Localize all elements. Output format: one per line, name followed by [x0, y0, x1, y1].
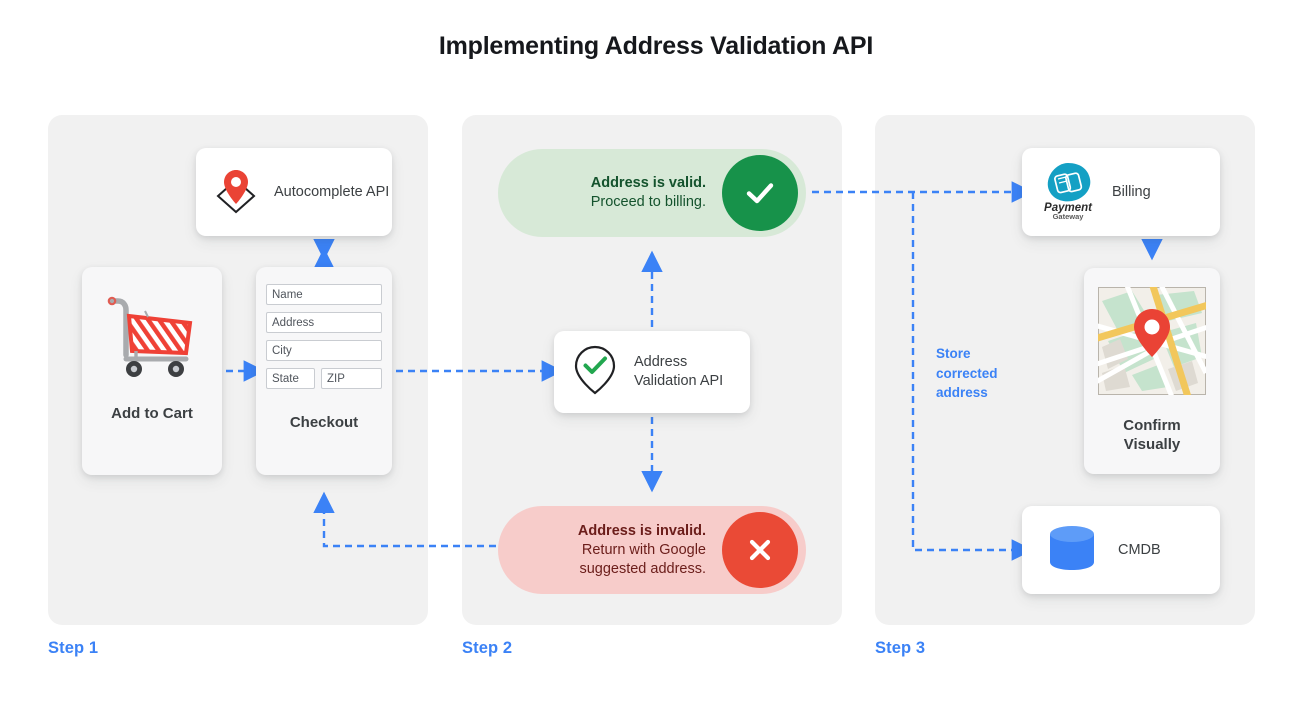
autocomplete-api-label: Autocomplete API [274, 183, 390, 200]
map-thumbnail-icon [1092, 281, 1210, 400]
checkout-caption: Checkout [289, 414, 359, 431]
check-icon [722, 155, 798, 231]
address-valid-line1: Address is valid. [590, 175, 706, 191]
address-invalid-line3: suggested address. [579, 560, 706, 577]
address-invalid-pill: Address is invalid. Return with Google s… [498, 506, 806, 594]
zip-field[interactable]: ZIP [321, 368, 382, 389]
confirm-visually-caption: Confirm Visually [1123, 416, 1181, 454]
address-invalid-line2: Return with Google [581, 541, 706, 558]
add-to-cart-card[interactable]: Add to Cart [82, 267, 222, 475]
address-validation-api-card[interactable]: Address Validation API [554, 331, 750, 413]
address-valid-text: Address is valid. Proceed to billing. [591, 174, 722, 212]
state-field[interactable]: State [266, 368, 315, 389]
address-valid-line2: Proceed to billing. [590, 194, 706, 210]
cmdb-card[interactable]: CMDB [1022, 506, 1220, 594]
city-field[interactable]: City [266, 340, 382, 361]
database-icon [1046, 522, 1098, 579]
name-field[interactable]: Name [266, 284, 382, 305]
validation-line1: Address [634, 354, 688, 370]
state-zip-row: State ZIP [266, 368, 382, 396]
billing-label: Billing [1112, 183, 1151, 200]
pin-check-icon [570, 343, 620, 402]
step-label-3: Step 3 [875, 639, 926, 657]
cmdb-label: CMDB [1118, 541, 1161, 558]
billing-card[interactable]: Payment Gateway Billing [1022, 148, 1220, 236]
confirm-visually-card[interactable]: Confirm Visually [1084, 268, 1220, 474]
address-field[interactable]: Address [266, 312, 382, 333]
confirm-line2: Visually [1123, 436, 1181, 453]
payment-logo-secondary: Gateway [1053, 212, 1085, 221]
payment-gateway-icon: Payment Gateway [1036, 159, 1100, 226]
step-label-2: Step 2 [462, 639, 513, 657]
address-invalid-line1: Address is invalid. [577, 522, 706, 539]
payment-logo-primary: Payment [1044, 202, 1093, 214]
add-to-cart-caption: Add to Cart [111, 405, 193, 422]
autocomplete-api-card[interactable]: Autocomplete API [196, 148, 392, 236]
checkout-card[interactable]: Name Address City State ZIP Checkout [256, 267, 392, 475]
close-icon [722, 512, 798, 588]
validation-line2: Validation API [634, 373, 724, 389]
address-validation-api-label: Address Validation API [634, 353, 723, 391]
page-title: Implementing Address Validation API [438, 32, 874, 60]
confirm-line1: Confirm [1123, 417, 1181, 434]
address-invalid-text: Address is invalid. Return with Google s… [578, 522, 722, 579]
address-valid-pill: Address is valid. Proceed to billing. [498, 149, 806, 237]
map-pin-diamond-icon [210, 164, 262, 221]
shopping-cart-icon [102, 289, 202, 386]
store-corrected-address-note: Store corrected address [936, 346, 998, 400]
step-label-1: Step 1 [48, 639, 99, 657]
